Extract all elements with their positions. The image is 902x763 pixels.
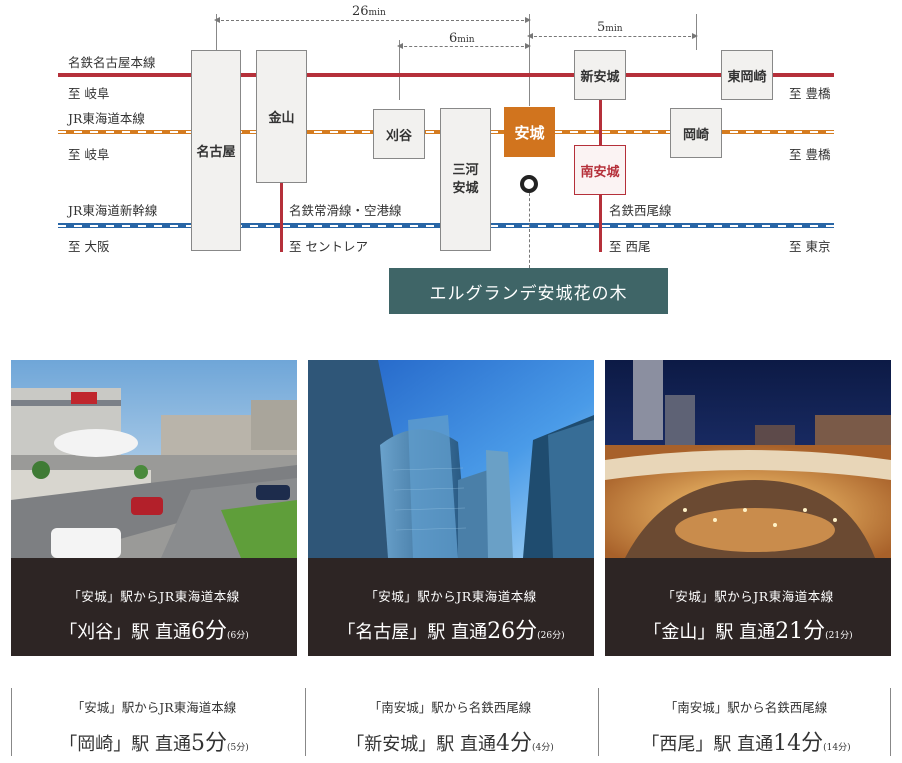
divider <box>890 688 891 756</box>
line-label-tokoname: 名鉄常滑線・空港線 <box>289 203 402 218</box>
station-mikawa-anjo-label: 三河安城 <box>452 162 479 196</box>
station-minami-anjo: 南安城 <box>574 145 626 195</box>
station-shin-anjo: 新安城 <box>574 50 626 100</box>
to-toyohashi-label-2: 至 豊橋 <box>789 147 831 162</box>
property-name-box: エルグランデ安城花の木 <box>389 268 668 314</box>
anjo-station-photo <box>11 360 297 558</box>
to-gifu-label: 至 岐阜 <box>68 86 110 101</box>
station-okazaki: 岡崎 <box>670 108 722 158</box>
nagoya-towers-photo <box>308 360 594 558</box>
meitetsu-nagoya-line <box>58 73 834 77</box>
photo-card-kariya: 「安城」駅からJR東海道本線 「刈谷」駅 直通6分(6分) <box>11 360 297 656</box>
station-anjo: 安城 <box>504 107 555 157</box>
caption-time: 「金山」駅 直通21分(21分) <box>643 619 853 644</box>
to-tokyo-label: 至 東京 <box>789 239 831 254</box>
dimension-26min <box>214 17 531 23</box>
station-mikawa-anjo: 三河安城 <box>440 108 491 251</box>
text-card-time: 「新安城」駅 直通4分(4分) <box>346 731 554 756</box>
line-label-meitetsu: 名鉄名古屋本線 <box>68 55 156 70</box>
station-nagoya: 名古屋 <box>191 50 241 251</box>
caption-line: 「安城」駅からJR東海道本線 <box>365 589 537 604</box>
label-5min: 5min <box>597 20 623 35</box>
to-gifu-label-2: 至 岐阜 <box>68 147 110 162</box>
caption-line: 「安城」駅からJR東海道本線 <box>68 589 240 604</box>
divider <box>11 688 12 756</box>
text-card-time: 「西尾」駅 直通14分(14分) <box>641 731 851 756</box>
caption-nagoya: 「安城」駅からJR東海道本線 「名古屋」駅 直通26分(26分) <box>308 558 594 656</box>
label-6min: 6min <box>449 31 475 46</box>
to-toyohashi-label: 至 豊橋 <box>789 86 831 101</box>
caption-time: 「刈谷」駅 直通6分(6分) <box>59 619 249 644</box>
dimension-5min <box>527 33 698 39</box>
to-osaka-label: 至 大阪 <box>68 239 110 254</box>
marker-leader-line <box>529 193 530 268</box>
to-nishio-label: 至 西尾 <box>609 239 651 254</box>
station-kariya: 刈谷 <box>373 109 425 159</box>
label-26min: 26min <box>352 4 386 19</box>
photo-card-kanayama: 「安城」駅からJR東海道本線 「金山」駅 直通21分(21分) <box>605 360 891 656</box>
text-card-nishio: 「南安城」駅から名鉄西尾線 「西尾」駅 直通14分(14分) <box>603 688 889 756</box>
meitetsu-tokoname-line <box>280 180 283 252</box>
line-label-nishio: 名鉄西尾線 <box>609 203 672 218</box>
text-card-line: 「安城」駅からJR東海道本線 <box>71 700 237 715</box>
caption-kanayama: 「安城」駅からJR東海道本線 「金山」駅 直通21分(21分) <box>605 558 891 656</box>
text-card-okazaki: 「安城」駅からJR東海道本線 「岡崎」駅 直通5分(5分) <box>11 688 297 756</box>
divider <box>598 688 599 756</box>
caption-time: 「名古屋」駅 直通26分(26分) <box>337 619 565 644</box>
caption-line: 「安城」駅からJR東海道本線 <box>662 589 834 604</box>
text-card-time: 「岡崎」駅 直通5分(5分) <box>59 731 249 756</box>
station-kanayama: 金山 <box>256 50 307 183</box>
text-card-line: 「南安城」駅から名鉄西尾線 <box>368 700 532 715</box>
line-label-jr-tokaido: JR東海道本線 <box>68 111 145 126</box>
station-higashi-okazaki: 東岡崎 <box>721 50 773 100</box>
property-location-marker <box>520 175 538 193</box>
photo-card-nagoya: 「安城」駅からJR東海道本線 「名古屋」駅 直通26分(26分) <box>308 360 594 656</box>
to-centrair-label: 至 セントレア <box>289 239 368 254</box>
route-map: 26min 6min 5min 名鉄名古屋本線 至 岐阜 至 豊橋 JR東海道本… <box>0 0 902 330</box>
divider <box>305 688 306 756</box>
caption-kariya: 「安城」駅からJR東海道本線 「刈谷」駅 直通6分(6分) <box>11 558 297 656</box>
dimension-6min <box>397 43 531 49</box>
line-label-shinkansen: JR東海道新幹線 <box>68 203 158 218</box>
text-card-shin-anjo: 「南安城」駅から名鉄西尾線 「新安城」駅 直通4分(4分) <box>307 688 593 756</box>
text-card-line: 「南安城」駅から名鉄西尾線 <box>664 700 828 715</box>
kanayama-night-photo <box>605 360 891 558</box>
